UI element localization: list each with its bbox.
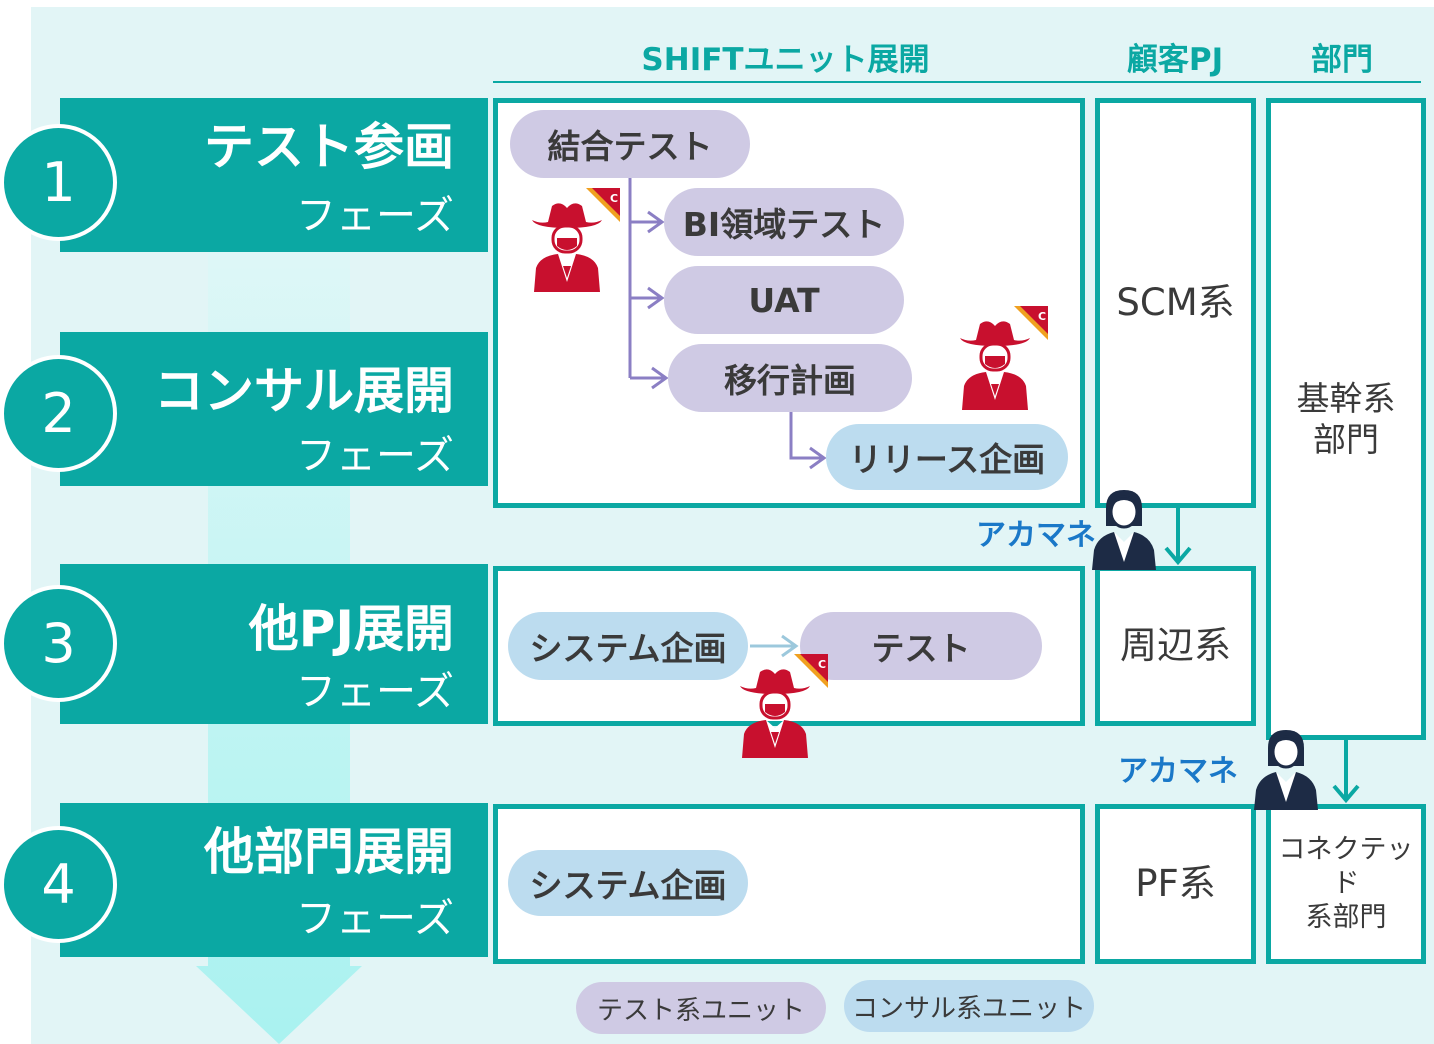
shift-box-phase-4 <box>493 804 1085 964</box>
phase-number-3: 3 <box>0 585 117 702</box>
legend-consult-unit: コンサル系ユニット <box>844 980 1094 1032</box>
phase-bar-3: 他PJ展開 フェーズ <box>60 564 488 724</box>
header-department: 部門 <box>1311 42 1373 78</box>
account-manager-icon-1 <box>1090 488 1158 572</box>
pill-test: テスト <box>800 612 1042 680</box>
pill-uat: UAT <box>664 266 904 334</box>
pill-release-plan: リリース企画 <box>826 424 1068 490</box>
phase-subtitle: フェーズ <box>296 669 454 715</box>
phase-number-1: 1 <box>0 124 117 241</box>
phase-title: 他部門展開 <box>204 823 454 881</box>
department-core: 基幹系 部門 <box>1266 98 1426 740</box>
cowboy-consultant-icon-3 <box>738 654 828 760</box>
pill-migration-plan: 移行計画 <box>668 344 912 412</box>
header-underline <box>493 81 1421 83</box>
pill-bi-test: BI領域テスト <box>664 188 904 256</box>
pill-system-plan-dept: システム企画 <box>508 850 748 916</box>
cowboy-consultant-icon-2 <box>958 306 1048 412</box>
phase-subtitle: フェーズ <box>296 896 454 942</box>
phase-bar-4: 他部門展開 フェーズ <box>60 803 488 957</box>
phase-title: 他PJ展開 <box>248 600 454 658</box>
department-connected: コネクテッド 系部門 <box>1266 804 1426 964</box>
akamane-label-2: アカマネ <box>1118 754 1238 789</box>
phase-bar-2: コンサル展開 フェーズ <box>60 332 488 486</box>
phase-bar-1: テスト参画 フェーズ <box>60 98 488 252</box>
account-manager-icon-2 <box>1252 728 1320 812</box>
pill-integration-test: 結合テスト <box>510 110 750 178</box>
akamane-label-1: アカマネ <box>976 518 1096 553</box>
phase-number-4: 4 <box>0 826 117 943</box>
client-pj-peripheral: 周辺系 <box>1095 566 1256 726</box>
client-pj-scm: SCM系 <box>1095 98 1256 508</box>
phase-subtitle: フェーズ <box>296 433 454 479</box>
phase-number-2: 2 <box>0 355 117 472</box>
header-client-pj: 顧客PJ <box>1126 42 1224 78</box>
cowboy-consultant-icon-1 <box>530 188 620 294</box>
header-shift-units: SHIFTユニット展開 <box>641 42 930 78</box>
legend-test-unit: テスト系ユニット <box>576 982 826 1034</box>
phase-title: コンサル展開 <box>154 362 454 420</box>
client-pj-pf: PF系 <box>1095 804 1256 964</box>
pill-system-plan: システム企画 <box>508 612 748 680</box>
phase-title: テスト参画 <box>204 118 454 176</box>
phase-subtitle: フェーズ <box>296 193 454 239</box>
